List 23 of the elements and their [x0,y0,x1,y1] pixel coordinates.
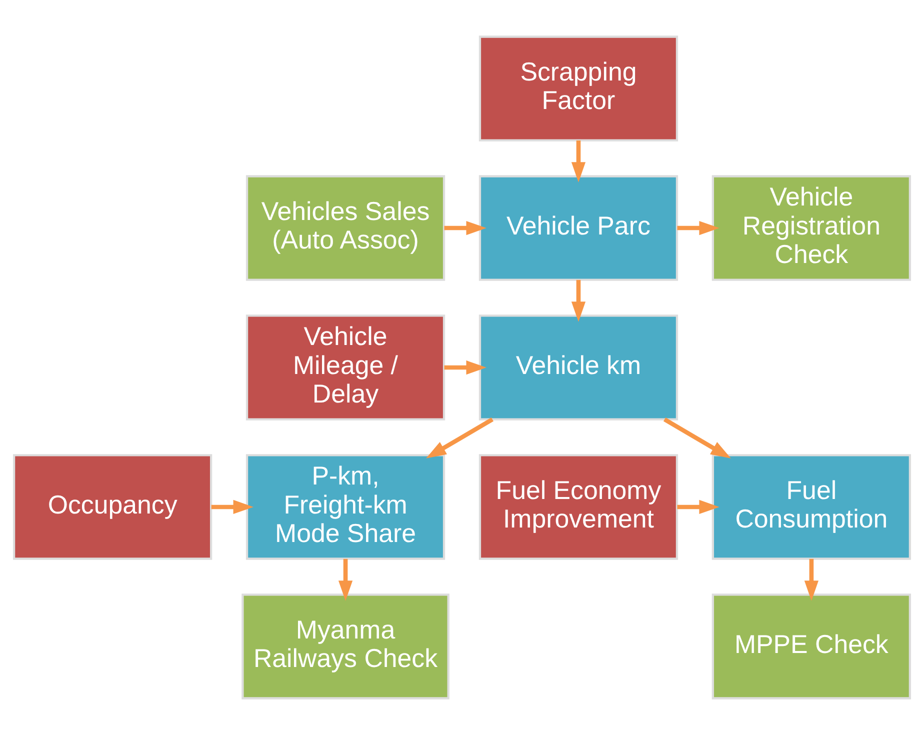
node-box: Vehicles Sales (Auto Assoc) [246,175,446,281]
arrow [444,220,486,236]
arrow [677,220,720,236]
arrow [804,558,819,601]
arrow [444,360,486,375]
arrow [426,418,494,458]
node-box: Fuel Economy Improvement [478,454,678,560]
arrow [338,558,353,601]
node-box: Vehicle km [478,314,678,420]
node-box: Vehicle Parc [478,175,678,281]
node-box: Scrapping Factor [478,36,678,142]
node-box: P-km, Freight-km Mode Share [246,454,446,560]
arrow [677,500,720,514]
node-box: MPPE Check [712,594,912,700]
arrow [571,280,586,322]
node-box: Occupancy [12,454,212,560]
node-box: Vehicle Mileage / Delay [246,314,446,420]
node-box: Fuel Consumption [712,454,912,560]
node-box: Myanma Railways Check [242,594,450,700]
node-box: Vehicle Registration Check [712,175,912,281]
arrow [663,418,731,458]
arrow [211,500,254,514]
arrow [571,140,586,182]
